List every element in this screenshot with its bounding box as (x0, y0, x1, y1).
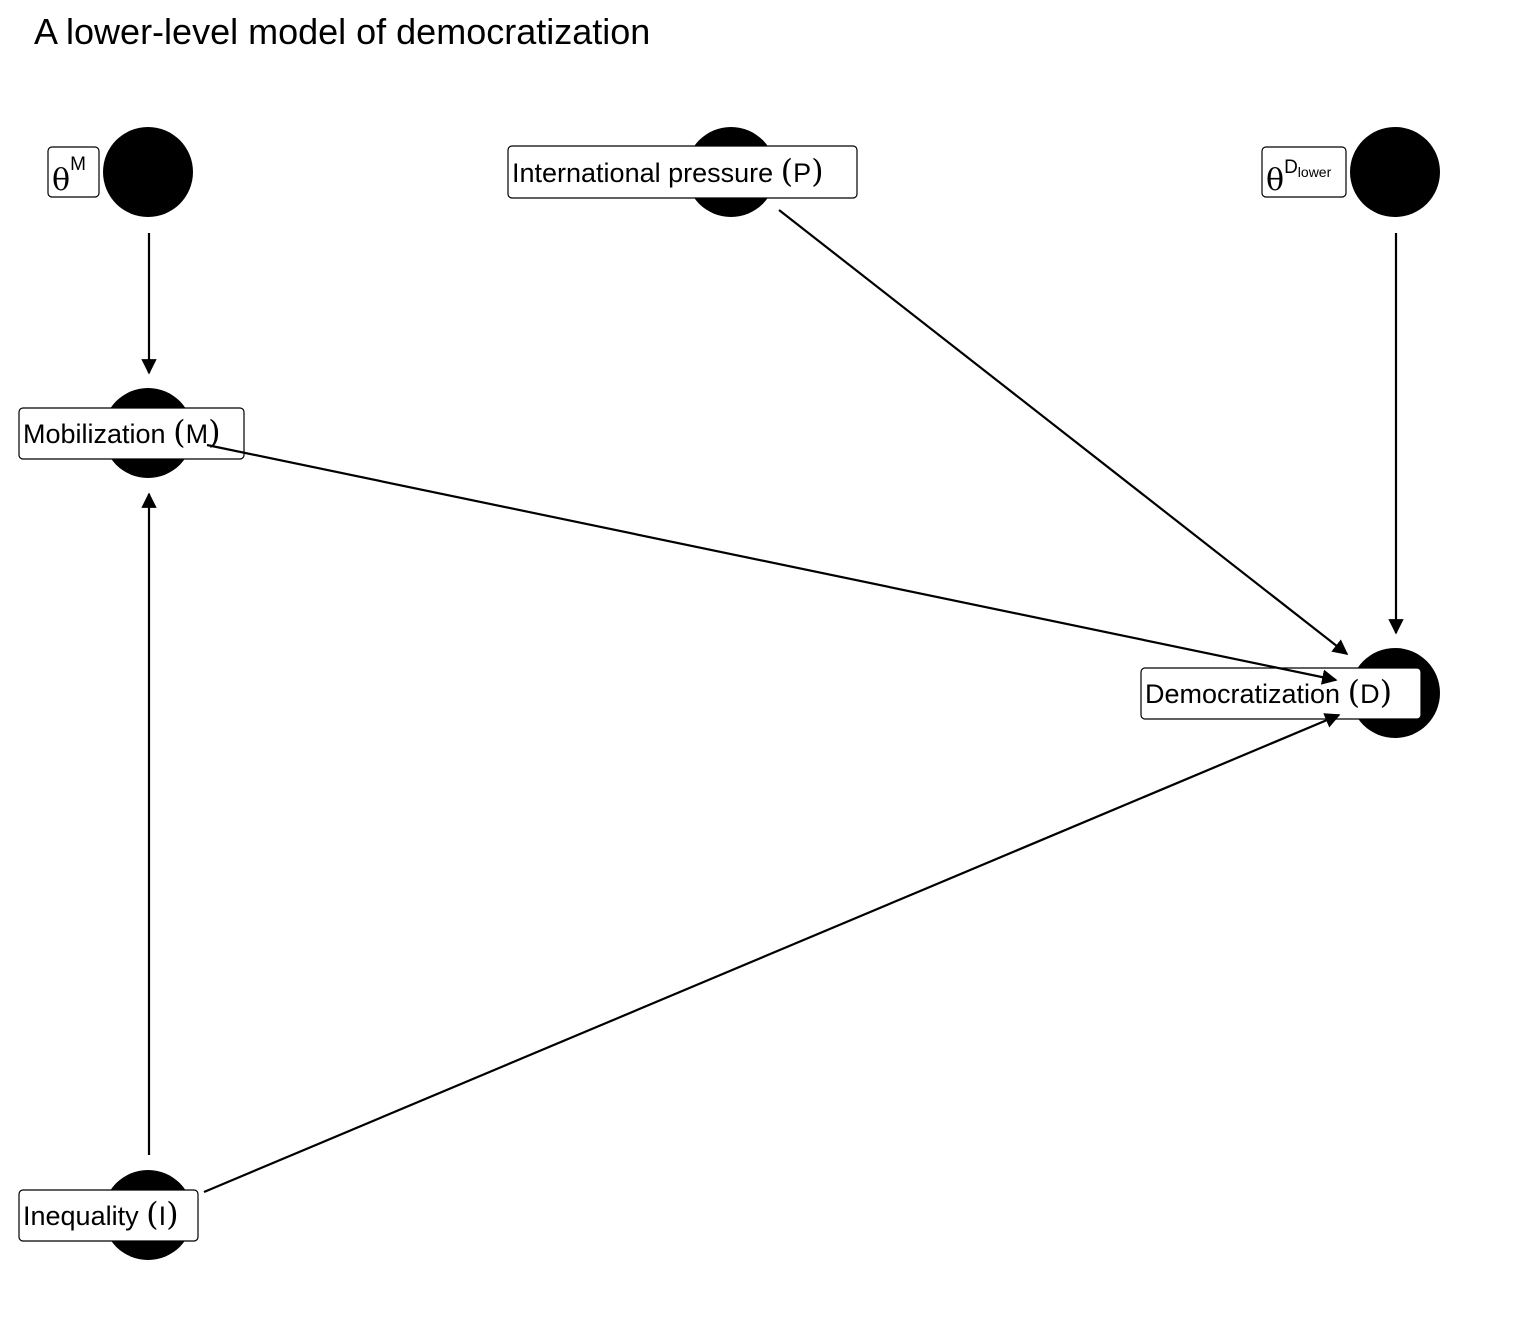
edge-inequality-to-democratization (203, 713, 1341, 1194)
paren-close: ) (1380, 673, 1392, 711)
paren-close: ) (166, 1195, 178, 1233)
label-inequality: Inequality (I) (18, 1189, 199, 1242)
label-theta-m-box (47, 146, 100, 198)
paren-close: ) (208, 413, 220, 451)
node-theta-m (103, 127, 193, 217)
mobilization-letter: M (186, 419, 209, 449)
pressure-name: International pressure (512, 158, 773, 188)
label-democratization-text: Democratization (D) (1145, 673, 1392, 711)
inequality-letter: I (159, 1201, 167, 1231)
label-theta-m-text: θM (52, 154, 86, 198)
theta-m-superscript: M (70, 154, 86, 175)
label-theta-d-text: θDlower (1266, 157, 1332, 198)
label-pressure-text: International pressure (P) (512, 152, 824, 190)
label-democratization: Democratization (D) (1140, 667, 1422, 720)
democratization-name: Democratization (1145, 679, 1340, 709)
theta-symbol: θ (52, 163, 70, 198)
edge-pressure-to-democratization (778, 209, 1349, 655)
label-inequality-box (18, 1189, 199, 1242)
label-pressure-box (507, 145, 858, 199)
node-theta-d-lower (1350, 127, 1440, 217)
inequality-name: Inequality (23, 1201, 139, 1231)
label-theta-d-lower: θDlower (1261, 146, 1347, 198)
label-mobilization-box (18, 407, 245, 460)
paren-open: ( (1348, 673, 1360, 711)
paren-open: ( (146, 1195, 158, 1233)
label-inequality-text: Inequality (I) (23, 1195, 179, 1233)
paren-open: ( (173, 413, 185, 451)
democratization-letter: D (1360, 679, 1380, 709)
label-theta-d-box (1261, 146, 1347, 198)
label-theta-m: θM (47, 146, 100, 198)
theta-symbol: θ (1266, 163, 1284, 198)
theta-d-superscript: D (1284, 157, 1298, 178)
diagram-title: A lower-level model of democratization (34, 11, 650, 52)
mobilization-name: Mobilization (23, 419, 166, 449)
label-international-pressure: International pressure (P) (507, 145, 858, 199)
theta-d-subscript: lower (1298, 164, 1332, 180)
label-mobilization: Mobilization (M) (18, 407, 245, 460)
label-mobilization-text: Mobilization (M) (23, 413, 221, 451)
paren-close: ) (811, 152, 823, 190)
edge-mobilization-to-democratization (206, 443, 1338, 685)
pressure-letter: P (793, 158, 811, 188)
paren-open: ( (781, 152, 793, 190)
